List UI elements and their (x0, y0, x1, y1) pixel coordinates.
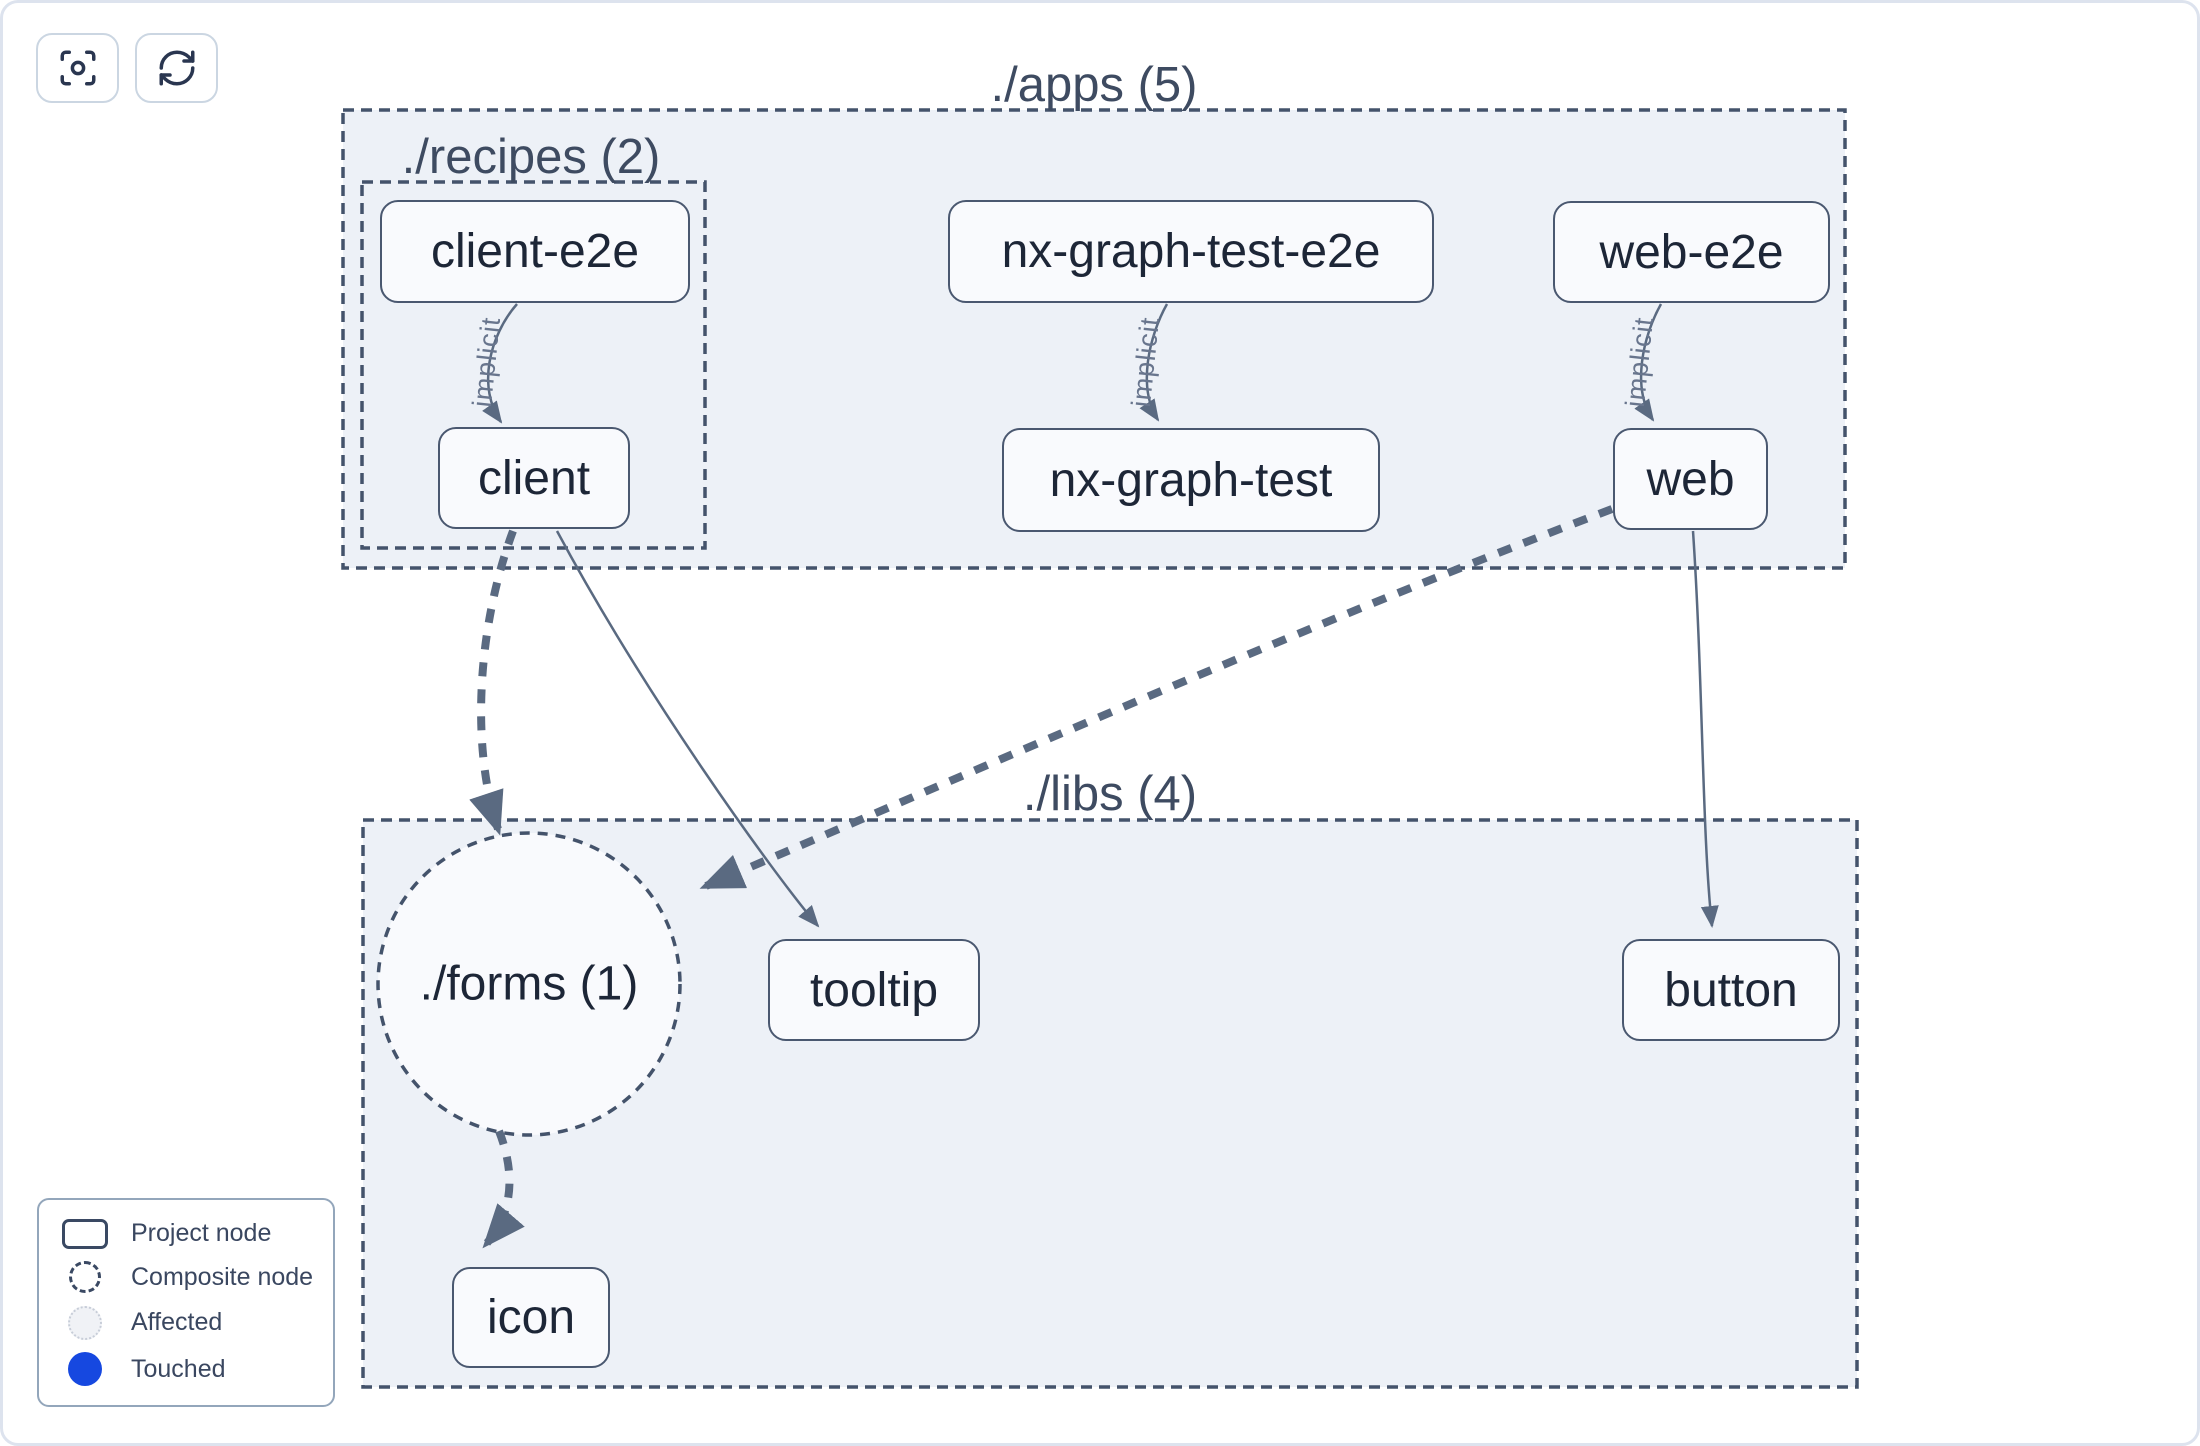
node-label: tooltip (809, 963, 939, 1017)
focus-reset-button[interactable] (36, 33, 119, 103)
cluster-label-libs: ./libs (4) (1022, 767, 1198, 821)
edge-web-e2e-to-web (1634, 303, 1663, 422)
touched-icon (68, 1352, 102, 1387)
cluster-label-recipes: ./recipes (2) (401, 130, 661, 184)
node-label: button (1664, 963, 1798, 1017)
node-client-e2e[interactable]: client-e2e (380, 200, 690, 303)
node-label: web (1646, 452, 1735, 506)
legend-label: Composite node (131, 1262, 314, 1291)
edge-nx-graph-test-e2e-to-nx-graph-test (1139, 303, 1169, 422)
composite-node-icon (69, 1261, 101, 1294)
node-tooltip[interactable]: tooltip (768, 939, 980, 1041)
legend: Project node Composite node Affected Tou… (37, 1198, 335, 1407)
node-client[interactable]: client (438, 427, 630, 529)
refresh-button[interactable] (135, 33, 218, 103)
edge-web-to-button (1691, 530, 1719, 928)
composite-node-forms-circle[interactable] (376, 831, 682, 1137)
node-button[interactable]: button (1622, 939, 1840, 1041)
edge-forms-to-icon (482, 1129, 525, 1249)
composite-node-forms-label[interactable]: ./forms (1) (419, 957, 639, 1011)
legend-item-affected: Affected (39, 1305, 333, 1340)
toolbar (36, 33, 218, 103)
node-web[interactable]: web (1613, 428, 1768, 530)
node-label: web-e2e (1599, 225, 1784, 279)
edge-client-to-forms (469, 529, 517, 836)
node-nx-graph-test-e2e[interactable]: nx-graph-test-e2e (948, 200, 1434, 303)
edge-client-e2e-to-client (482, 303, 518, 424)
affected-icon (68, 1305, 102, 1340)
edge-web-to-forms (699, 505, 1614, 890)
legend-label: Affected (131, 1308, 223, 1337)
project-node-icon (62, 1218, 108, 1249)
node-icon[interactable]: icon (452, 1267, 610, 1368)
legend-item-composite-node: Composite node (39, 1261, 333, 1294)
edge-client-to-tooltip (555, 530, 820, 928)
node-label: nx-graph-test-e2e (1001, 225, 1381, 278)
node-label: client (477, 451, 591, 505)
cluster-label-apps: ./apps (5) (990, 58, 1198, 112)
node-web-e2e[interactable]: web-e2e (1553, 201, 1830, 303)
refresh-icon (159, 50, 194, 86)
legend-item-project-node: Project node (39, 1218, 333, 1249)
legend-item-touched: Touched (39, 1352, 333, 1387)
legend-label: Touched (131, 1354, 226, 1383)
node-nx-graph-test[interactable]: nx-graph-test (1002, 428, 1380, 532)
node-label: client-e2e (430, 225, 640, 278)
legend-label: Project node (131, 1219, 272, 1248)
node-label: nx-graph-test (1049, 453, 1333, 507)
node-label: icon (486, 1291, 576, 1344)
focus-icon (60, 50, 95, 86)
